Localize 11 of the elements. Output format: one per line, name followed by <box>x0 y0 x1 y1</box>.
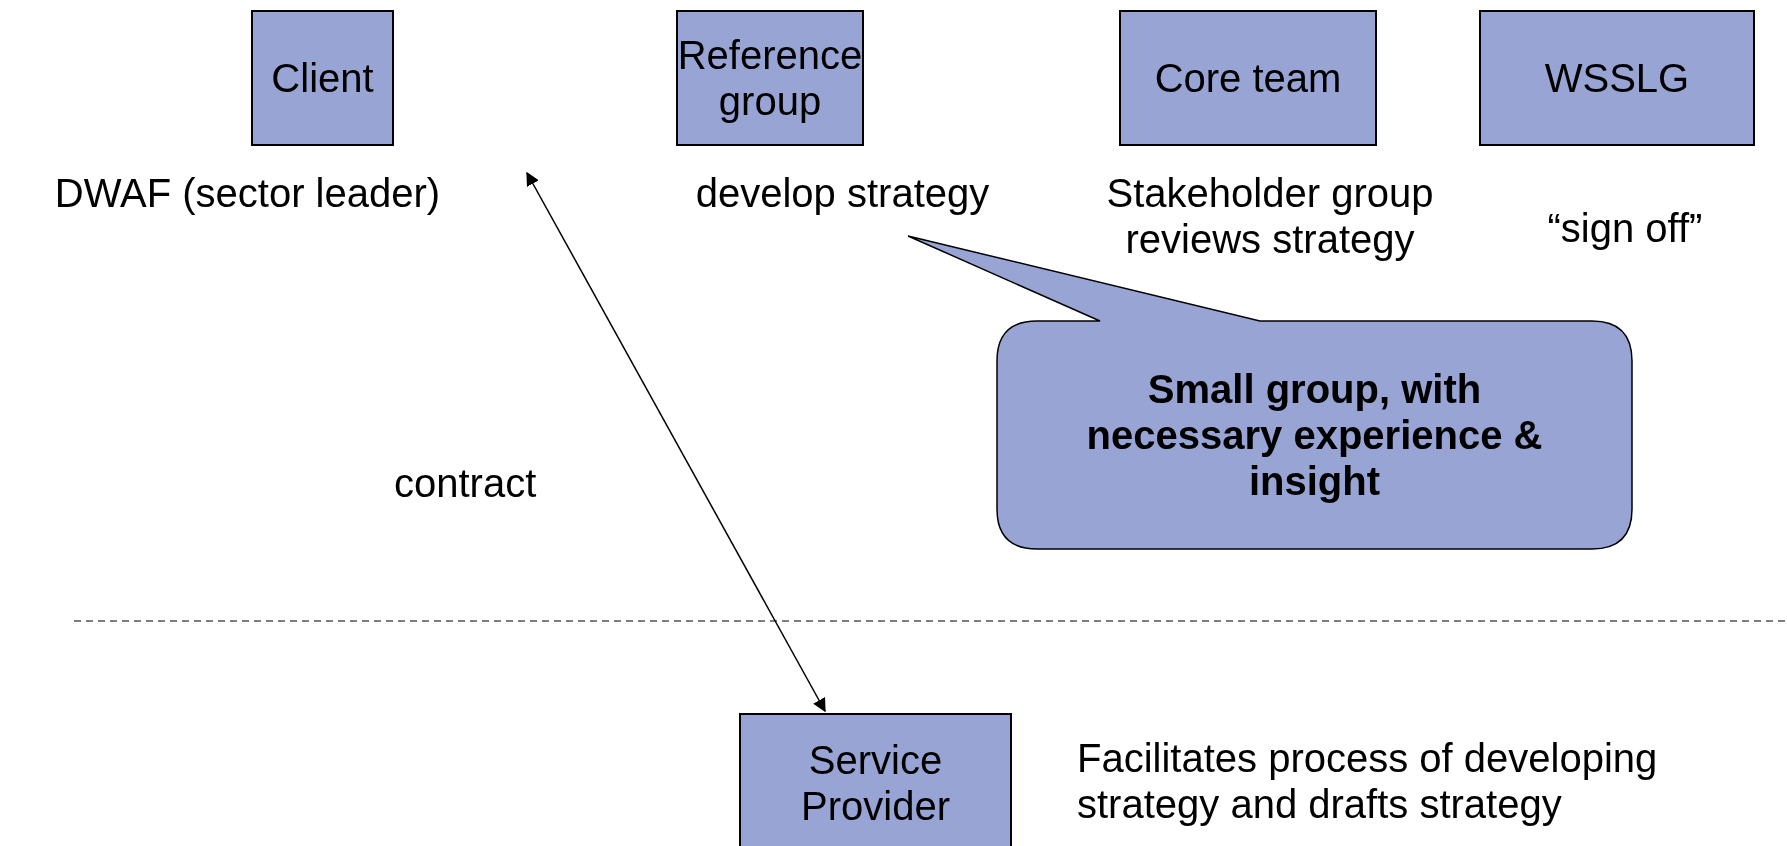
node-caption: DWAF (sector leader) <box>53 170 442 216</box>
callout-text: Small group, with necessary experience & insight <box>1085 366 1544 504</box>
role-box: Service Provider <box>739 713 1012 846</box>
caption-text: “sign off” <box>1546 205 1704 251</box>
node-caption: Facilitates process of developing strategy and drafts strategy <box>1077 735 1659 827</box>
role-box: WSSLG <box>1479 10 1755 146</box>
role-box: Client <box>251 10 394 146</box>
caption-text: Stakeholder group reviews strategy <box>1105 170 1435 262</box>
node-caption: develop strategy <box>694 170 991 216</box>
role-box: Core team <box>1119 10 1377 146</box>
role-box: Reference group <box>676 10 864 146</box>
